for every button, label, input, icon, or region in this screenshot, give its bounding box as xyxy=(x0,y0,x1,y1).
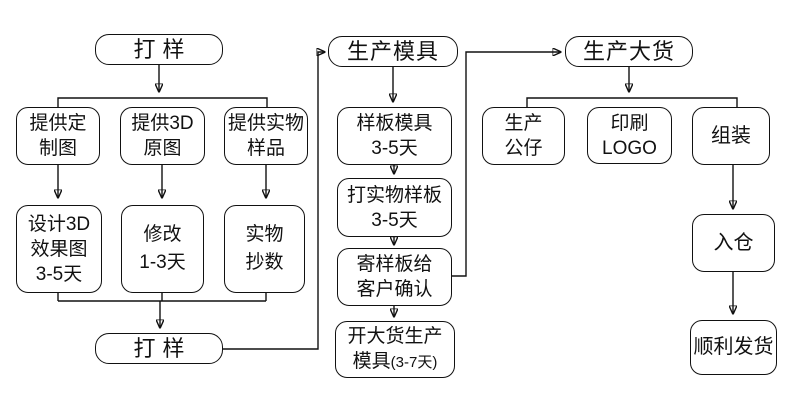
connector-send-to-bulk-arrow xyxy=(452,52,560,277)
node-print-logo: 印刷 LOGO xyxy=(587,107,672,164)
node-label: 顺利发货 xyxy=(693,336,774,358)
node-label-line: 实物 xyxy=(245,224,284,245)
node-warehouse: 入仓 xyxy=(692,214,775,272)
node-label-line: 印刷 xyxy=(610,112,649,134)
node-label-line: 抄数 xyxy=(245,252,284,273)
node-label: 打样 xyxy=(133,335,192,361)
connector-samplebottom-to-mold-arrow xyxy=(223,52,324,350)
node-produce-toy: 生产 公仔 xyxy=(482,107,565,165)
node-sample-mold: 样板模具 3-5天 xyxy=(337,107,452,165)
node-label-line: 打实物样板 xyxy=(346,184,442,206)
node-label-line: 制图 xyxy=(38,138,77,159)
node-sample-top: 打样 xyxy=(95,34,223,65)
node-bulk-mold: 开大货生产 模具(3-7天) xyxy=(335,321,455,378)
connector-bulk-branch xyxy=(526,97,738,107)
node-label-line: 开大货生产 xyxy=(347,326,443,347)
node-mold: 生产模具 xyxy=(328,36,458,67)
node-label-line: LOGO xyxy=(602,137,657,159)
node-label-line: 原图 xyxy=(143,138,182,159)
node-provide-real: 提供实物 样品 xyxy=(224,107,308,165)
node-bulk: 生产大货 xyxy=(565,36,693,67)
node-label-line: 效果图 xyxy=(30,238,88,260)
node-label-line: 1-3天 xyxy=(139,252,186,273)
node-provide-3d: 提供3D 原图 xyxy=(120,107,205,165)
node-provide-custom: 提供定 制图 xyxy=(16,107,100,165)
node-copy-data: 实物 抄数 xyxy=(224,205,305,293)
node-physical-sample: 打实物样板 3-5天 xyxy=(337,178,452,237)
node-label: 生产模具 xyxy=(346,38,439,64)
node-label-line: 提供定 xyxy=(29,113,87,134)
node-label-line: 样品 xyxy=(246,138,285,159)
node-label-line: 3-5天 xyxy=(35,263,83,285)
node-sample-bottom: 打样 xyxy=(95,333,223,364)
node-label-line: 提供实物 xyxy=(227,113,304,134)
node-label-line: 样板模具 xyxy=(356,113,433,134)
node-label: 组装 xyxy=(711,124,751,147)
node-label: 入仓 xyxy=(713,231,754,254)
node-ship: 顺利发货 xyxy=(690,320,777,375)
node-label-line: 提供3D xyxy=(131,113,194,134)
connector-sampletop-branch xyxy=(57,97,268,107)
node-label-line: 公仔 xyxy=(504,138,543,159)
node-label: 生产大货 xyxy=(582,38,675,64)
node-label-line: 生产 xyxy=(504,113,543,134)
node-label-line: 客户确认 xyxy=(356,279,433,300)
node-label-line: 寄样板给 xyxy=(356,254,433,275)
node-label-note: (3-7天) xyxy=(390,354,438,371)
node-label-line: 3-5天 xyxy=(371,138,418,159)
node-design-3d: 设计3D 效果图 3-5天 xyxy=(16,205,102,293)
node-label-line: 修改 xyxy=(143,224,182,245)
node-label-line: 模具(3-7天) xyxy=(353,349,438,375)
node-label: 打样 xyxy=(133,36,192,62)
node-revise: 修改 1-3天 xyxy=(121,205,204,293)
node-send-sample: 寄样板给 客户确认 xyxy=(337,248,452,306)
node-assemble: 组装 xyxy=(692,107,770,165)
node-label-line: 设计3D xyxy=(27,213,91,235)
node-label-line: 3-5天 xyxy=(371,209,418,231)
node-label-part: 模具 xyxy=(352,351,391,372)
